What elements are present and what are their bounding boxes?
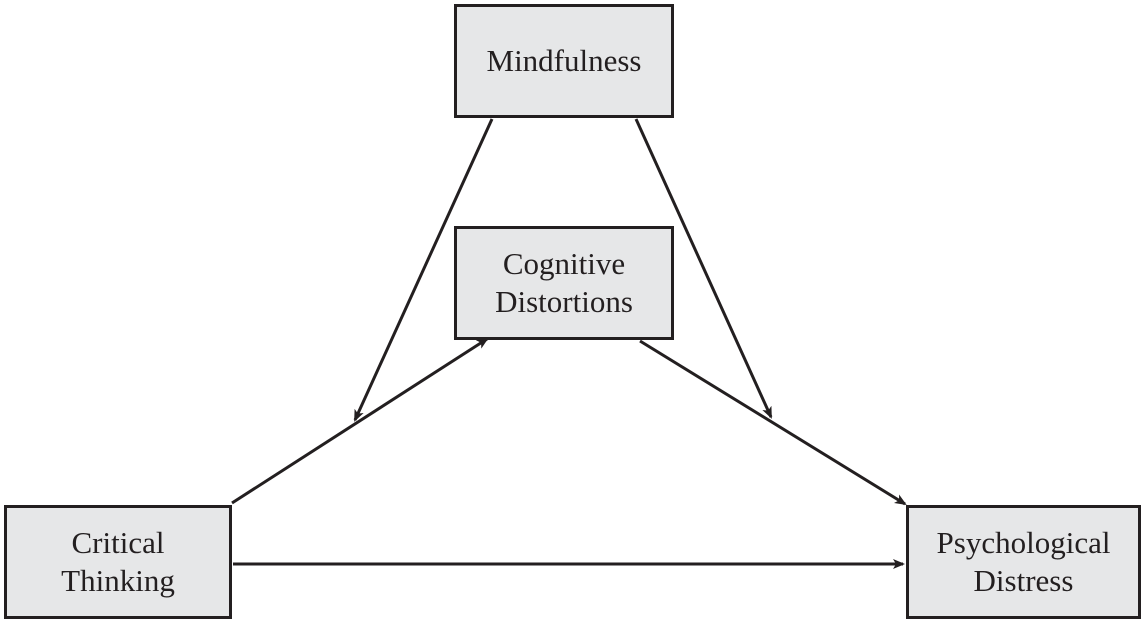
node-critical-thinking: Critical Thinking [4,505,232,619]
node-critical-thinking-label-line2: Thinking [61,563,175,598]
node-psychological-distress: Psychological Distress [906,505,1141,619]
node-cognitive-distortions-label-line2: Distortions [495,284,633,319]
node-psychological-distress-label-line2: Distress [973,563,1074,598]
node-mindfulness-label: Mindfulness [486,43,642,78]
node-critical-thinking-label-line1: Critical [71,525,165,560]
arrow-mindfulness-moderates-left [353,118,494,422]
node-psychological-distress-label-line1: Psychological [936,525,1111,560]
node-cognitive-distortions: Cognitive Distortions [454,226,674,340]
arrow-cognitive-to-distress [639,339,907,506]
arrow-mindfulness-moderates-right [634,118,773,419]
node-cognitive-distortions-label-line1: Cognitive [502,246,626,281]
arrow-critical-to-cognitive [231,337,489,505]
node-mindfulness: Mindfulness [454,4,674,118]
